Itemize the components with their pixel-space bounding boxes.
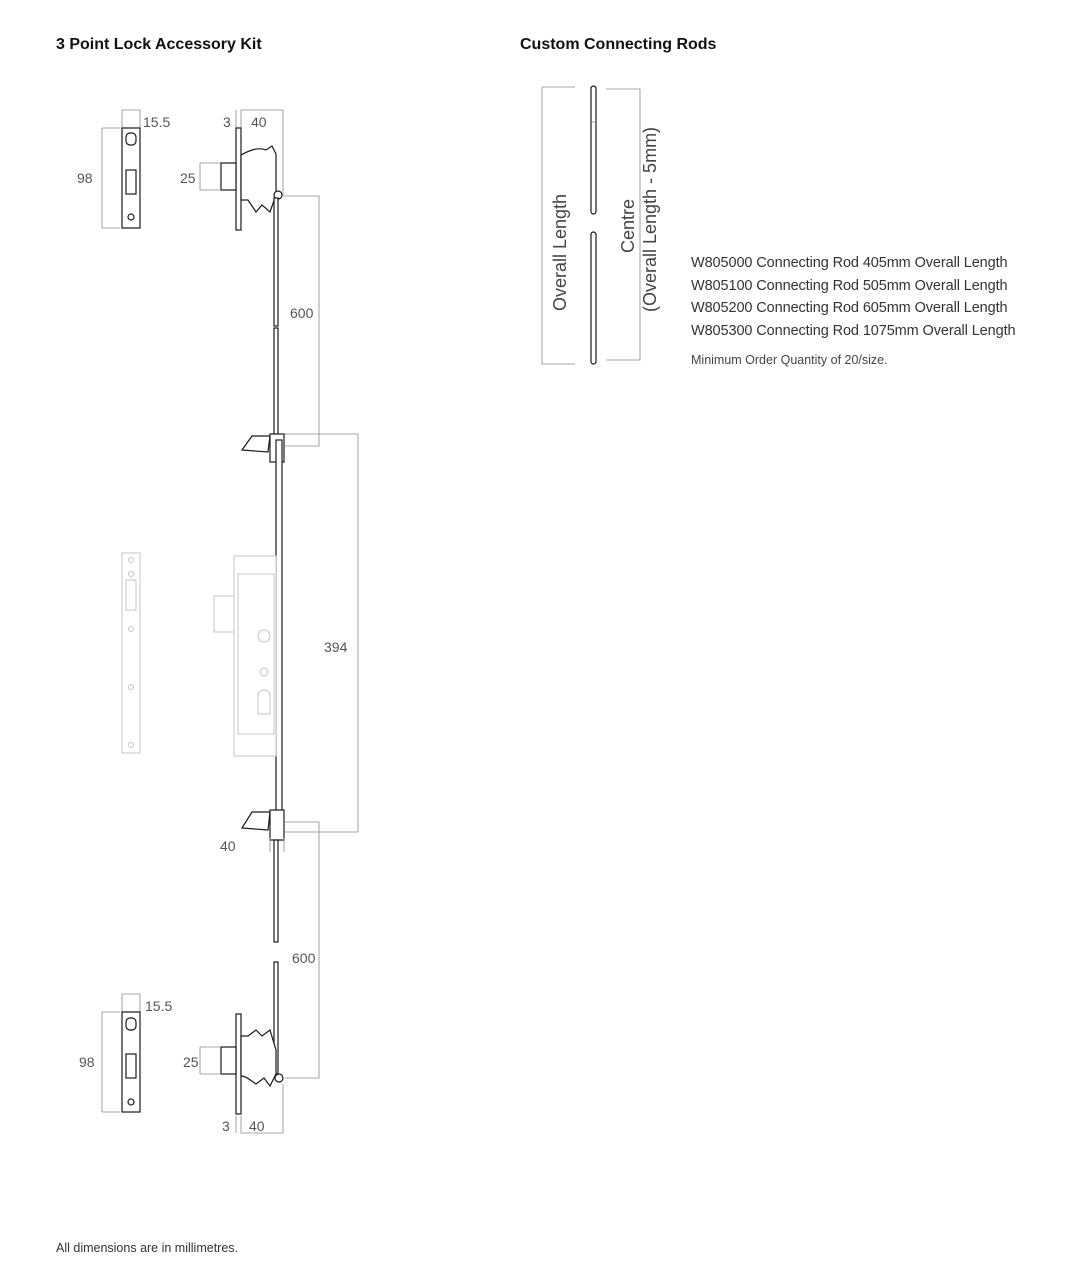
dim-keep-height-top: 98 [77, 170, 93, 186]
dim-rod-length-lower: 600 [292, 950, 316, 966]
dim-hook-offset-bottom: 3 [222, 1118, 230, 1134]
units-note: All dimensions are in millimetres. [56, 1241, 239, 1255]
dim-rod-length-upper: 600 [290, 305, 314, 321]
rod-diagram [541, 85, 641, 365]
rods-heading: Custom Connecting Rods [520, 36, 717, 53]
dim-latch-offset: 40 [220, 838, 236, 854]
dim-hook-offset-top: 3 [223, 114, 231, 130]
lower-latch [240, 809, 285, 852]
product-item: W805000 Connecting Rod 405mm Overall Len… [691, 255, 1008, 271]
dim-centre-to-centre: 394 [324, 639, 348, 655]
product-item: W805100 Connecting Rod 505mm Overall Len… [691, 277, 1008, 294]
rod-centre-label: Centre [618, 199, 638, 253]
moq-note: Minimum Order Quantity of 20/size. [691, 353, 888, 367]
dim-keep-width-top: 15.5 [143, 114, 170, 130]
top-keep [101, 109, 141, 229]
bottom-hook-assembly [199, 1013, 284, 1134]
rod-overall-length-label: Overall Length [550, 194, 570, 311]
rod-centre-formula-label: (Overall Length - 5mm) [640, 127, 660, 312]
gearbox-body [121, 439, 283, 841]
dim-keep-height-bottom: 98 [79, 1054, 95, 1070]
dim-hook-depth-bottom: 25 [183, 1054, 199, 1070]
kit-heading: 3 Point Lock Accessory Kit [56, 36, 262, 53]
product-item: W805200 Connecting Rod 605mm Overall Len… [691, 300, 1008, 317]
dim-hook-depth-top: 25 [180, 170, 196, 186]
product-list: W805000 Connecting Rod 405mm Overall Len… [691, 252, 1016, 343]
dim-keep-width-bottom: 15.5 [145, 998, 172, 1014]
top-hook-assembly [199, 109, 284, 231]
product-item: W805300 Connecting Rod 1075mm Overall Le… [691, 323, 1016, 340]
dim-hook-width-top: 40 [251, 114, 267, 130]
dim-hook-width-bottom: 40 [249, 1118, 265, 1134]
upper-rod [273, 195, 320, 447]
bottom-keep [101, 993, 141, 1113]
